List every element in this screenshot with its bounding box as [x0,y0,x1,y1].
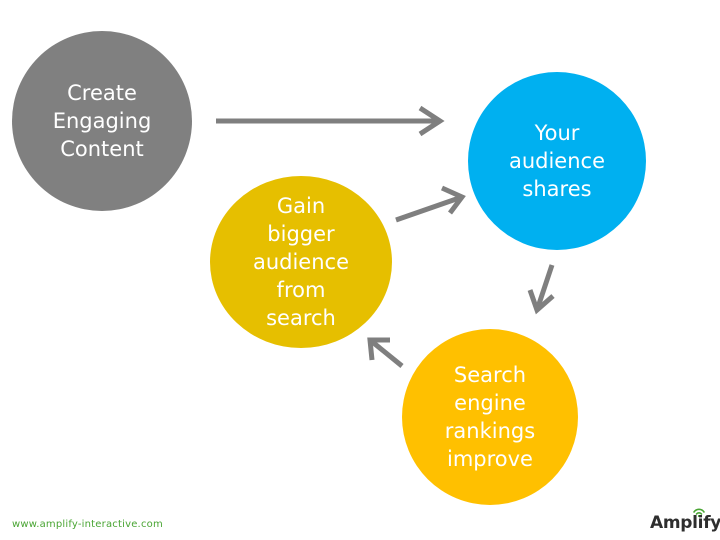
gain-audience-label: Gain bigger audience from search [252,194,350,330]
search-rankings-label: Search engine rankings improve [444,363,536,471]
arrow-search-to-gain [367,337,404,368]
signal-icon [693,508,705,517]
search-rankings-node: Search engine rankings improve [402,329,578,505]
audience-shares-node: Your audience shares [468,72,646,250]
arrow-create-to-shares [216,105,445,137]
gain-audience-node: Gain bigger audience from search [210,176,392,348]
create-content-label: Create Engaging Content [52,81,152,161]
logo-wordmark: Amplify [650,513,720,533]
create-content-node: Create Engaging Content [12,31,192,211]
arrow-shares-to-search [527,264,555,315]
audience-shares-label: Your audience shares [508,121,606,201]
footer-url[interactable]: www.amplify-interactive.com [12,519,163,530]
amplify-logo: Amplify [650,507,720,537]
arrow-gain-to-shares [395,185,466,223]
